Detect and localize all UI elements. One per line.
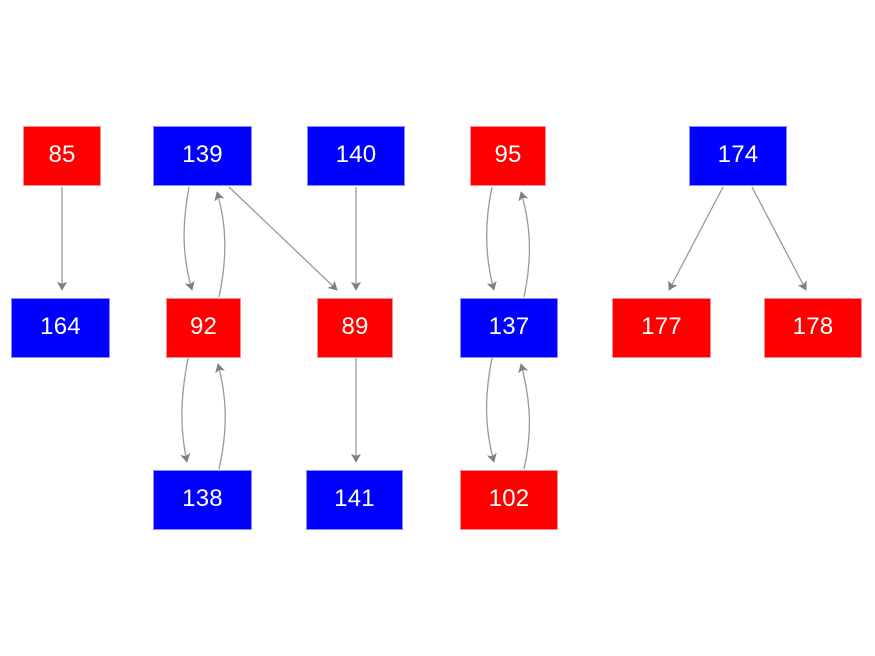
node-label: 137 bbox=[488, 313, 530, 340]
graph-node-137[interactable]: 137 bbox=[460, 298, 558, 358]
edge-92-to-138 bbox=[180, 357, 191, 463]
graph-node-89[interactable]: 89 bbox=[317, 298, 393, 358]
edge-95-to-137 bbox=[485, 186, 497, 291]
edge-102-to-137 bbox=[518, 363, 531, 470]
edge-174-to-178 bbox=[751, 186, 807, 291]
node-label: 139 bbox=[182, 141, 223, 168]
graph-node-138[interactable]: 138 bbox=[153, 470, 252, 530]
edge-137-to-102 bbox=[485, 357, 497, 463]
graph-node-140[interactable]: 140 bbox=[307, 126, 405, 186]
graph-node-177[interactable]: 177 bbox=[612, 298, 711, 358]
node-label: 138 bbox=[182, 485, 223, 512]
node-label: 92 bbox=[189, 313, 218, 340]
graph-node-164[interactable]: 164 bbox=[11, 298, 110, 358]
graph-node-102[interactable]: 102 bbox=[460, 470, 558, 530]
edge-138-to-92 bbox=[215, 363, 226, 470]
node-label: 89 bbox=[341, 313, 369, 340]
node-label: 140 bbox=[335, 141, 377, 168]
edge-92-to-139 bbox=[214, 191, 226, 298]
graph-node-92[interactable]: 92 bbox=[166, 298, 241, 358]
edge-137-to-95 bbox=[518, 191, 531, 298]
node-label: 174 bbox=[717, 141, 759, 168]
node-label: 164 bbox=[40, 313, 81, 340]
node-label: 95 bbox=[494, 141, 522, 168]
graph-node-174[interactable]: 174 bbox=[689, 126, 787, 186]
node-label: 178 bbox=[792, 313, 834, 340]
edge-139-to-92 bbox=[183, 186, 195, 291]
graph-node-139[interactable]: 139 bbox=[153, 126, 252, 186]
edge-139-to-89 bbox=[228, 186, 338, 291]
edge-174-to-177 bbox=[668, 186, 724, 291]
graph-node-141[interactable]: 141 bbox=[306, 470, 403, 530]
node-label: 102 bbox=[488, 485, 530, 512]
node-label: 141 bbox=[334, 485, 375, 512]
graph-node-95[interactable]: 95 bbox=[470, 126, 546, 186]
node-label: 177 bbox=[641, 313, 682, 340]
node-label: 85 bbox=[48, 141, 76, 168]
graph-node-85[interactable]: 85 bbox=[23, 126, 101, 186]
graph-node-178[interactable]: 178 bbox=[764, 298, 862, 358]
